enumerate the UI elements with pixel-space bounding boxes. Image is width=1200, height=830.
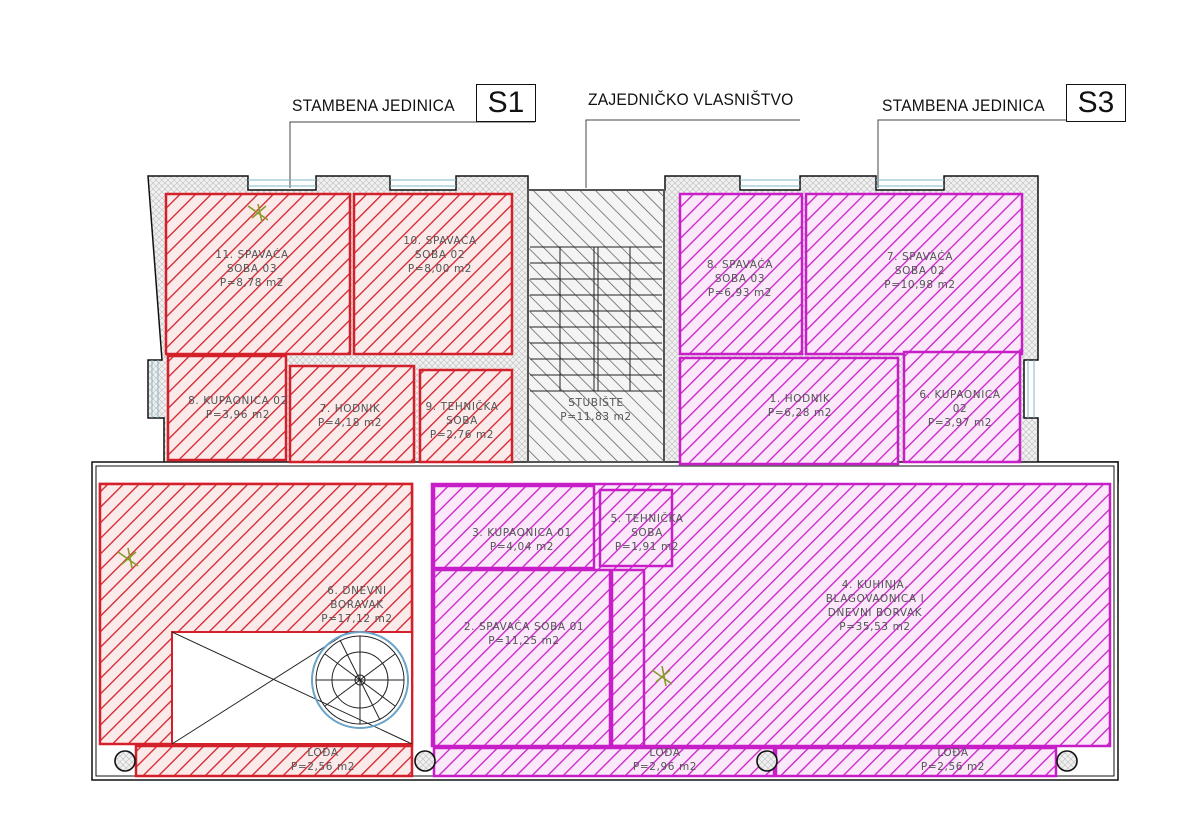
room-s3-spavaca-01 [432, 568, 612, 748]
light-fixture-icons [117, 203, 673, 687]
room-stubiste [527, 189, 665, 463]
common-area-label: ZAJEDNIČKO VLASNIŠTVO [588, 90, 794, 109]
room-s3-kupaonica-01 [432, 484, 596, 570]
room-s1-spavaca-02 [352, 192, 514, 356]
unit-s1-code: S1 [476, 84, 536, 122]
room-s1-kupaonica-02 [166, 354, 288, 462]
unit-s1-label: STAMBENA JEDINICA [292, 96, 455, 115]
stair-steps [530, 246, 662, 392]
room-s3-hodnik [678, 356, 900, 466]
room-s1-hodnik [288, 364, 416, 464]
unit-s3 [430, 192, 1112, 778]
room-s1-loda [134, 744, 414, 778]
unit-s3-label: STAMBENA JEDINICA [882, 96, 1045, 115]
room-s3-spavaca-02 [804, 192, 1024, 356]
unit-s3-code: S3 [1066, 84, 1126, 122]
room-s3-kupaonica-02 [902, 350, 1022, 464]
spiral-stair-icon [311, 631, 409, 729]
room-s1-tehnicka [418, 368, 514, 464]
room-s1-spavaca-03 [164, 192, 352, 356]
room-s3-tehnicka [598, 488, 674, 568]
spiral-stair-void [171, 631, 413, 745]
room-s3-loda-2 [774, 746, 1058, 778]
room-s3-loda-1 [432, 746, 776, 778]
leader-lines [289, 119, 1122, 188]
room-s3-spavaca-03 [678, 192, 804, 356]
columns [114, 750, 1078, 772]
common-area [527, 189, 665, 463]
